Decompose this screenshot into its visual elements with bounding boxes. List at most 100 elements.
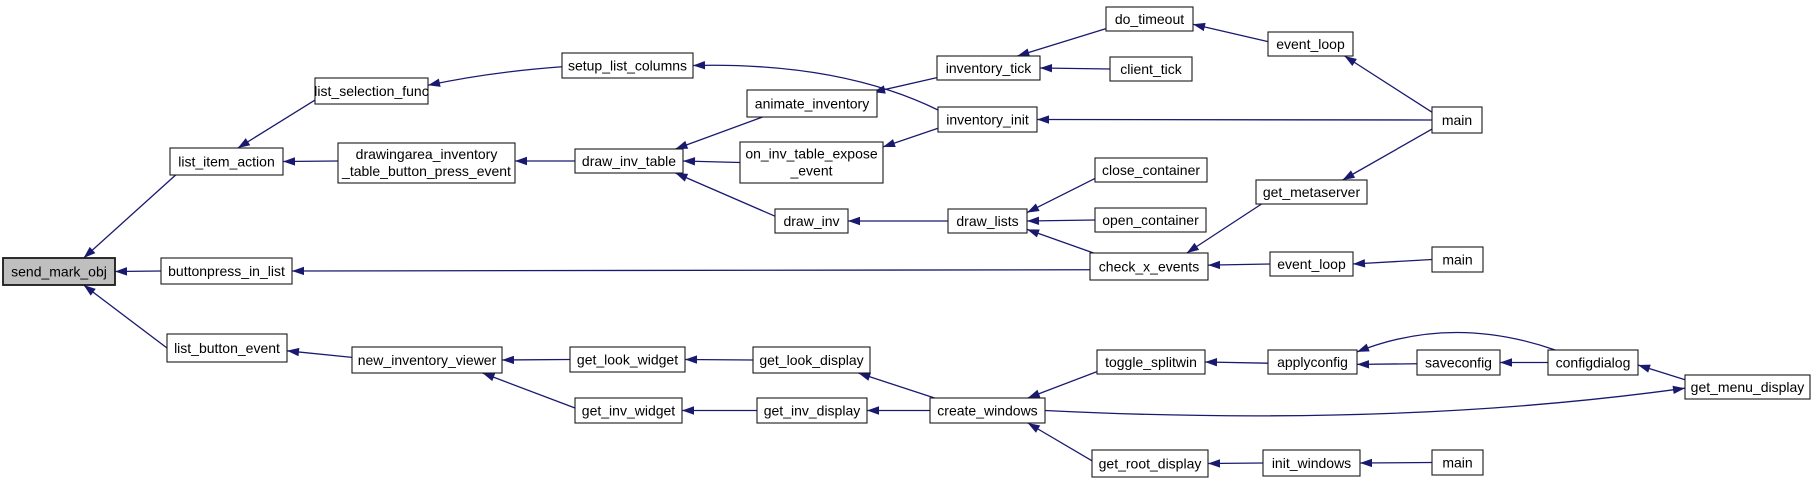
node-toggle_splitwin: toggle_splitwin [1096, 349, 1206, 375]
node-box-main_bottom[interactable] [1431, 449, 1484, 476]
node-box-init_windows[interactable] [1262, 449, 1361, 477]
node-box-buttonpress_in_list[interactable] [160, 257, 293, 285]
edge-main_mid-to-event_loop_mid [1352, 258, 1433, 268]
node-box-main_mid[interactable] [1431, 246, 1484, 273]
node-box-draw_inv[interactable] [774, 208, 849, 234]
node-box-event_loop_top[interactable] [1267, 31, 1354, 57]
node-box-get_root_display[interactable] [1091, 449, 1209, 478]
edge-event_loop_top-to-do_timeout [1192, 22, 1269, 43]
edge-open_container-to-draw_lists [1026, 216, 1096, 226]
node-box-do_timeout[interactable] [1105, 6, 1194, 32]
node-box-on_inv_table_expose_event[interactable] [739, 141, 884, 184]
edge-toggle_splitwin-to-create_windows [1027, 370, 1098, 399]
edge-check_x_events-to-buttonpress_in_list [291, 266, 1091, 276]
node-box-get_look_display[interactable] [752, 346, 871, 374]
node-drawingarea_inventory_table_button_press_event: drawingarea_inventory_table_button_press… [337, 142, 516, 184]
node-get_metaserver: get_metaserver [1255, 179, 1368, 205]
edge-get_menu_display-to-configdialog [1637, 364, 1686, 381]
node-box-send_mark_obj[interactable] [2, 257, 116, 286]
edge-saveconfig-to-applyconfig [1356, 360, 1418, 369]
node-on_inv_table_expose_event: on_inv_table_expose_event [739, 141, 884, 184]
edge-main_top-to-inventory_init [1036, 115, 1433, 124]
node-box-close_container[interactable] [1094, 157, 1208, 183]
edge-applyconfig-to-toggle_splitwin [1204, 358, 1269, 367]
node-list_button_event: list_button_event [166, 333, 288, 363]
node-animate_inventory: animate_inventory [746, 89, 878, 118]
edge-get_inv_widget-to-new_inventory_viewer [482, 372, 576, 409]
node-event_loop_mid: event_loop [1269, 251, 1354, 277]
node-client_tick: client_tick [1109, 56, 1193, 82]
edge-main_top-to-get_metaserver [1342, 128, 1433, 181]
node-box-draw_inv_table[interactable] [574, 148, 684, 174]
edge-do_timeout-to-inventory_tick [1017, 27, 1107, 57]
edge-create_windows-to-get_menu_display [1044, 385, 1686, 417]
node-main_top: main [1431, 106, 1483, 134]
node-box-get_metaserver[interactable] [1255, 179, 1368, 205]
edge-draw_inv-to-draw_inv_table [675, 172, 776, 217]
node-new_inventory_viewer: new_inventory_viewer [351, 346, 503, 374]
node-get_inv_display: get_inv_display [756, 397, 868, 424]
node-list_item_action: list_item_action [169, 147, 284, 176]
node-box-applyconfig[interactable] [1267, 349, 1358, 375]
edge-buttonpress_in_list-to-send_mark_obj [114, 267, 162, 276]
node-box-list_selection_func[interactable] [314, 77, 429, 105]
node-applyconfig: applyconfig [1267, 349, 1358, 375]
node-setup_list_columns: setup_list_columns [561, 52, 694, 79]
edge-get_look_widget-to-new_inventory_viewer [501, 355, 571, 365]
node-box-list_item_action[interactable] [169, 147, 284, 176]
node-box-get_inv_widget[interactable] [574, 397, 683, 424]
edge-get_root_display-to-create_windows [1027, 422, 1093, 462]
nodes-layer: send_mark_objlist_item_actionbuttonpress… [2, 6, 1811, 478]
node-box-animate_inventory[interactable] [746, 89, 878, 118]
edge-new_inventory_viewer-to-list_button_event [286, 347, 353, 359]
node-check_x_events: check_x_events [1089, 252, 1209, 281]
edge-setup_list_columns-to-list_selection_func [427, 66, 563, 87]
node-draw_inv: draw_inv [774, 208, 849, 234]
node-get_menu_display: get_menu_display [1684, 374, 1811, 400]
node-box-saveconfig[interactable] [1416, 349, 1501, 376]
node-do_timeout: do_timeout [1105, 6, 1194, 32]
node-box-open_container[interactable] [1094, 207, 1207, 233]
node-get_look_display: get_look_display [752, 346, 871, 374]
node-box-main_top[interactable] [1431, 106, 1483, 134]
edge-inventory_init-to-on_inv_table_expose_event [882, 127, 939, 148]
edge-init_windows-to-get_root_display [1207, 459, 1264, 468]
edge-list_item_action-to-send_mark_obj [83, 174, 177, 259]
node-buttonpress_in_list: buttonpress_in_list [160, 257, 293, 285]
node-box-get_inv_display[interactable] [756, 397, 868, 424]
edge-get_look_display-to-get_look_widget [684, 355, 754, 364]
node-get_inv_widget: get_inv_widget [574, 397, 683, 424]
node-box-drawingarea_inventory_table_button_press_event[interactable] [337, 142, 516, 184]
edge-inventory_init-to-setup_list_columns [692, 61, 939, 111]
node-box-create_windows[interactable] [929, 397, 1046, 424]
node-box-new_inventory_viewer[interactable] [351, 346, 503, 374]
node-box-configdialog[interactable] [1547, 349, 1639, 376]
node-list_selection_func: list_selection_func [314, 77, 429, 105]
node-box-get_menu_display[interactable] [1684, 374, 1811, 400]
node-event_loop_top: event_loop [1267, 31, 1354, 57]
node-box-check_x_events[interactable] [1089, 252, 1209, 281]
node-box-setup_list_columns[interactable] [561, 52, 694, 79]
node-close_container: close_container [1094, 157, 1208, 183]
node-box-draw_lists[interactable] [947, 208, 1028, 234]
node-box-inventory_init[interactable] [937, 106, 1038, 133]
edge-client_tick-to-inventory_tick [1039, 63, 1111, 73]
node-box-inventory_tick[interactable] [936, 55, 1041, 81]
node-get_root_display: get_root_display [1091, 449, 1209, 478]
node-configdialog: configdialog [1547, 349, 1639, 376]
node-box-get_look_widget[interactable] [569, 346, 686, 373]
node-draw_inv_table: draw_inv_table [574, 148, 684, 174]
edge-on_inv_table_expose_event-to-draw_inv_table [682, 157, 741, 166]
node-box-event_loop_mid[interactable] [1269, 251, 1354, 277]
node-get_look_widget: get_look_widget [569, 346, 686, 373]
edge-event_loop_mid-to-check_x_events [1207, 260, 1271, 270]
node-box-toggle_splitwin[interactable] [1096, 349, 1206, 375]
node-draw_lists: draw_lists [947, 208, 1028, 234]
node-box-client_tick[interactable] [1109, 56, 1193, 82]
node-create_windows: create_windows [929, 397, 1046, 424]
node-inventory_tick: inventory_tick [936, 55, 1041, 81]
edge-drawingarea_inventory_table_button_press_event-to-list_item_action [282, 157, 339, 166]
node-main_bottom: main [1431, 449, 1484, 476]
node-box-list_button_event[interactable] [166, 333, 288, 363]
